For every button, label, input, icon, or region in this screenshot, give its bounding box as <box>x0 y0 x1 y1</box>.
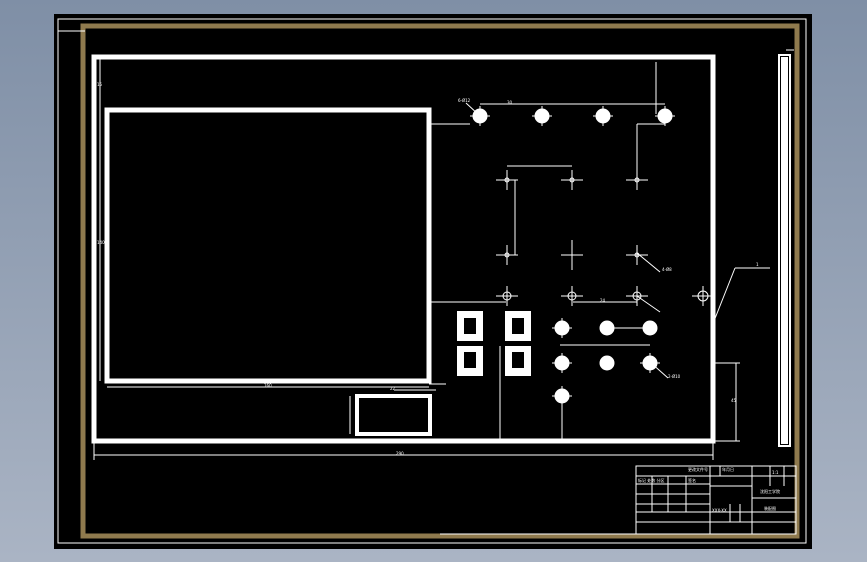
leader-label-b: 4-Ø8 <box>662 267 672 272</box>
switch-cutouts <box>457 311 531 376</box>
tb-row1-c: 签名 <box>688 478 696 483</box>
knob-centerlines <box>552 318 660 406</box>
dim-overall-width: 290 <box>396 451 404 456</box>
dim-right-height: 45 <box>731 398 737 403</box>
drawing-frame-outer <box>57 18 807 544</box>
side-view-fill <box>781 57 788 444</box>
port-cutout <box>355 394 432 436</box>
dim-top-left: 15 <box>97 82 103 87</box>
hole-centerlines <box>496 170 714 306</box>
dim-pitch: 30 <box>507 100 513 105</box>
drawing-frame-border <box>80 23 800 539</box>
dim-gap: 24 <box>600 298 606 303</box>
dim-bottom-short: 22 <box>390 386 396 391</box>
side-view-bar <box>778 54 791 447</box>
tb-name: 装配图 <box>764 506 776 511</box>
dim-panel-width: 160 <box>264 383 272 388</box>
tb-row1-a: 标记 处数 分区 <box>638 478 665 483</box>
panel-outline <box>91 54 716 444</box>
tb-row1-d: 年月日 <box>722 467 734 472</box>
leader-label-a: 6-Ø12 <box>458 98 471 103</box>
dim-panel-height: 140 <box>97 240 105 245</box>
title-block <box>635 465 797 535</box>
tb-drawing-no: XXX-XX <box>712 508 727 513</box>
mounting-holes <box>470 106 675 404</box>
tb-scale: 1:1 <box>772 470 779 475</box>
leader-label-c: 2-Ø10 <box>668 374 681 379</box>
tb-row1-b: 更改文件号 <box>688 467 708 472</box>
model-space-background <box>54 14 812 549</box>
display-window <box>104 107 432 384</box>
part-balloon: 1 <box>756 262 759 267</box>
tb-school: 沈阳工学院 <box>760 489 780 494</box>
